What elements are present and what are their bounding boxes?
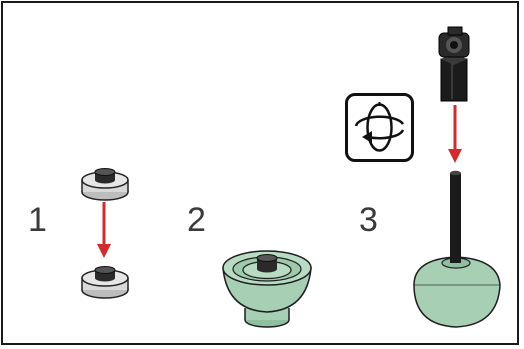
rotate-model-callout	[345, 93, 414, 162]
step-number-2: 2	[187, 201, 206, 239]
assembly-arrow-icon	[97, 202, 111, 258]
sand-green-dome	[413, 253, 501, 328]
black-bar	[450, 170, 461, 269]
step-number-3: 3	[359, 201, 378, 239]
round-plate-mounted	[256, 254, 278, 273]
black-clip-piece	[438, 26, 470, 102]
round-plate-bottom	[81, 266, 129, 299]
step-1-illustration	[81, 168, 129, 299]
instruction-panel: 1 2 3	[1, 1, 519, 345]
assembly-arrow-icon	[448, 105, 462, 163]
rotate-model-icon	[354, 102, 405, 152]
step-2-illustration	[222, 250, 312, 328]
step-number-1: 1	[28, 201, 47, 239]
round-plate-top	[81, 168, 129, 201]
step-3-illustration	[413, 26, 501, 328]
